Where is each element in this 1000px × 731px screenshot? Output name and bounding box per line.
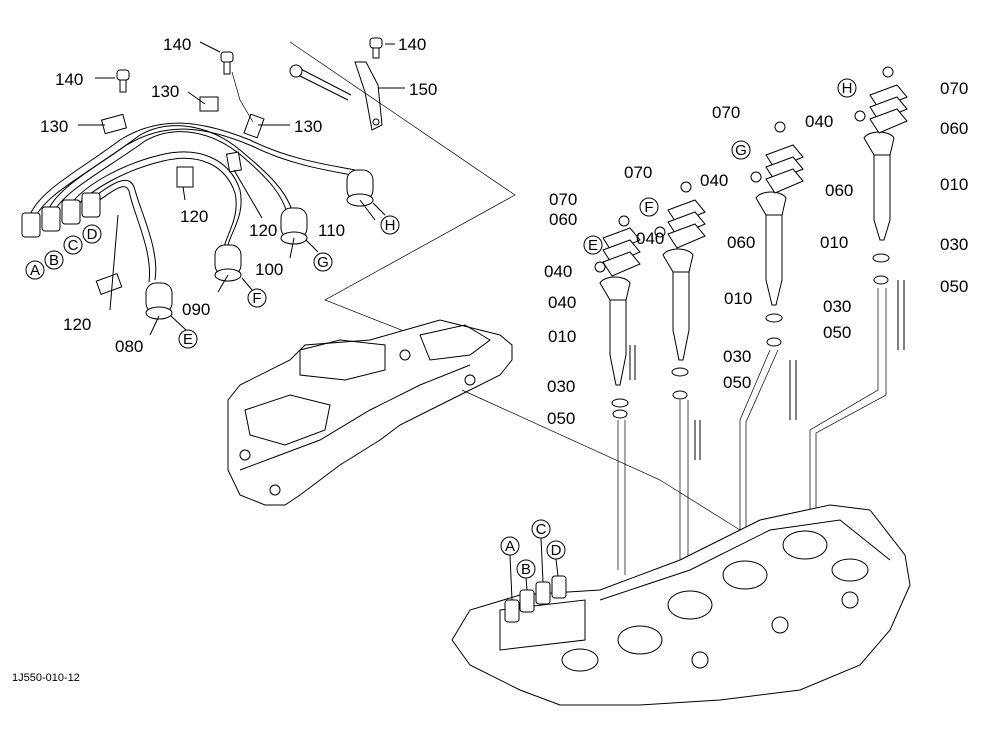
letter-circle-c: C [531,519,551,539]
connection-letter-markers: A B C D E F G H E F G H A B C D [25,78,857,601]
part-label: 040 [700,171,728,190]
part-label: 100 [255,260,283,279]
svg-text:G: G [735,142,747,159]
part-label: 090 [182,300,210,319]
part-label: 140 [55,70,83,89]
letter-circle-d: D [82,224,102,244]
part-label: 070 [624,163,652,182]
pump-delivery-valve-d [551,575,567,599]
svg-text:G: G [317,254,329,271]
part-label: 040 [544,262,572,281]
part-label: 010 [724,289,752,308]
part-label: 120 [180,207,208,226]
intake-manifold [227,319,741,531]
injector-4 [809,66,908,535]
svg-text:A: A [30,262,40,279]
part-label: 050 [940,277,968,296]
pump-delivery-valve-c [535,581,551,605]
figure-code: 1J550-010-12 [12,672,80,684]
svg-text:B: B [521,561,531,578]
letter-circle-e: E [178,329,198,349]
svg-text:E: E [588,237,598,254]
letter-circle-b: B [44,250,64,270]
part-label: 130 [40,117,68,136]
part-label: 050 [547,409,575,428]
part-label: 150 [409,80,437,99]
svg-text:F: F [252,290,261,307]
part-label: 130 [294,117,322,136]
part-label: 120 [249,221,277,240]
part-label: 030 [547,377,575,396]
pump-delivery-valve-a [504,599,520,623]
svg-text:F: F [644,199,653,216]
letter-circle-h: H [837,78,857,98]
letter-circle-a: A [500,536,520,556]
part-label: 060 [549,210,577,229]
part-label: 080 [115,337,143,356]
svg-text:D: D [87,226,98,243]
cylinder-head [451,504,911,706]
letter-circle-b: B [516,559,536,579]
svg-text:C: C [536,521,547,538]
letter-circle-d: D [546,540,566,560]
part-label: 040 [805,112,833,131]
part-label: 060 [825,181,853,200]
part-label: 070 [940,79,968,98]
letter-circle-e: E [583,235,603,255]
part-label: 110 [318,221,345,240]
svg-text:D: D [551,542,562,559]
pump-delivery-valve-b [519,589,535,613]
svg-text:C: C [68,237,79,254]
letter-circle-h: H [380,215,400,235]
injector-3 [739,121,804,575]
part-label: 060 [940,119,968,138]
part-label: 030 [940,235,968,254]
part-label: 070 [549,190,577,209]
part-number-labels: 140 140 140 130 130 130 150 120 120 120 … [40,35,968,428]
letter-circle-g: G [313,252,333,272]
svg-text:B: B [49,252,59,269]
pipe-nut-g [280,207,308,245]
injector-2 [662,181,706,605]
part-label: 060 [727,233,755,252]
pipe-nut-e [145,282,173,320]
part-label: 010 [820,233,848,252]
svg-text:H: H [385,217,396,234]
injection-pipes [21,37,516,351]
part-label: 050 [723,373,751,392]
clamp-screw [369,37,383,59]
part-label: 040 [548,293,576,312]
letter-circle-c: C [63,235,83,255]
part-label: 070 [712,103,740,122]
svg-text:H: H [842,80,853,97]
part-label: 010 [940,175,968,194]
part-label: 040 [636,229,664,248]
clamp-screw [220,51,234,75]
letter-circle-a: A [25,260,45,280]
part-label: 030 [723,347,751,366]
part-label: 140 [398,35,426,54]
part-label: 120 [63,315,91,334]
part-label: 010 [548,327,576,346]
clamp-screw [116,69,130,93]
svg-text:A: A [505,538,515,555]
part-label: 140 [163,35,191,54]
svg-text:E: E [183,331,193,348]
injector-1 [594,215,666,575]
leader-lines [78,41,405,336]
part-label: 050 [823,323,851,342]
part-label: 130 [151,82,179,101]
injector-nozzles [594,66,908,605]
part-label: 030 [823,297,851,316]
letter-circle-f: F [639,197,659,217]
letter-circle-f: F [247,288,267,308]
letter-circle-g: G [731,140,751,160]
